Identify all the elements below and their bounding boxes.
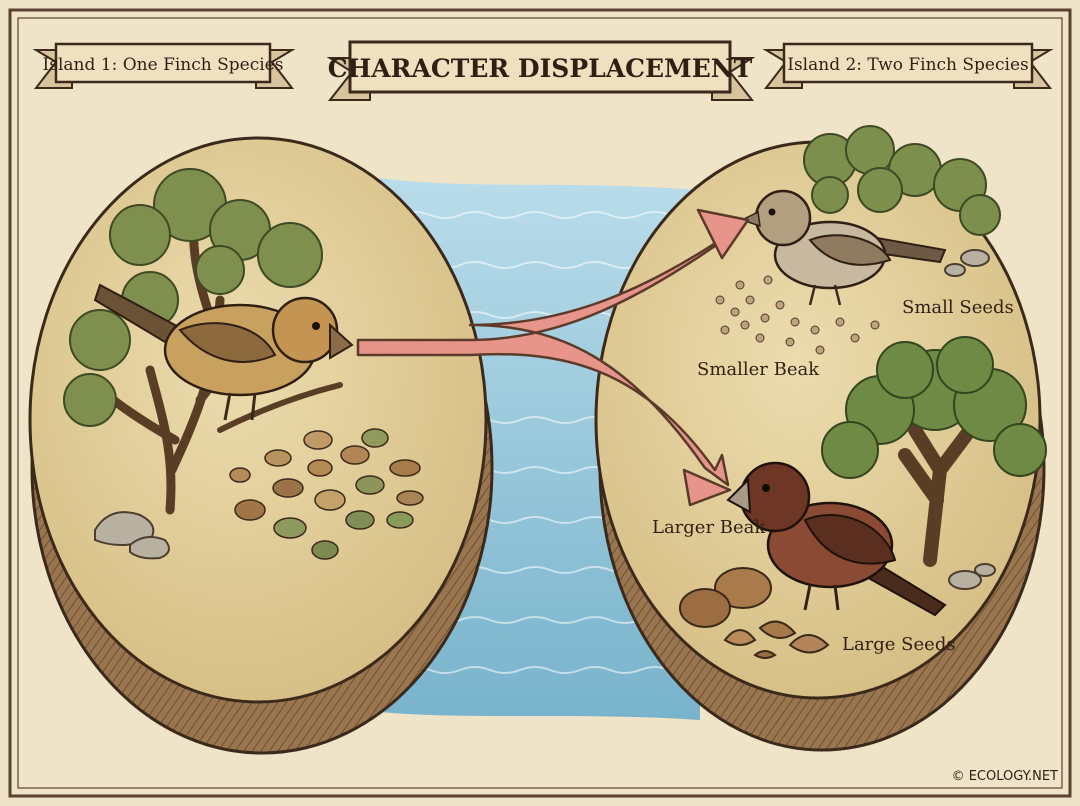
banner-right: Island 2: Two Finch Species — [762, 42, 1054, 89]
island-1-rocks — [94, 511, 170, 560]
label-large-seeds: Large Seeds — [842, 634, 956, 655]
island-2-bush — [803, 125, 1001, 236]
perch-branch — [217, 382, 343, 433]
island-2-rocks — [944, 249, 996, 590]
banner-right-text: Island 2: Two Finch Species — [787, 55, 1029, 75]
inner-frame — [17, 17, 1063, 789]
outer-frame — [8, 8, 1072, 798]
arrow-head-upper — [696, 208, 750, 260]
banner-left-text: Island 1: One Finch Species — [43, 55, 284, 75]
island-2-small-seeds — [715, 275, 880, 355]
arrow-body — [356, 213, 747, 487]
label-small-seeds: Small Seeds — [902, 297, 1014, 318]
divergence-arrow — [356, 208, 750, 507]
finch-large-beak — [726, 461, 947, 617]
diagram-title: CHARACTER DISPLACEMENT — [328, 54, 753, 83]
label-larger-beak: Larger Beak — [652, 517, 766, 538]
finch-small-beak — [740, 189, 947, 306]
finch-island-1 — [93, 283, 354, 421]
credit-text: © ECOLOGY.NET — [952, 769, 1058, 784]
title-banner: CHARACTER DISPLACEMENT — [326, 40, 756, 101]
banner-left: Island 1: One Finch Species — [32, 42, 296, 89]
island-2-tree — [821, 336, 1047, 567]
label-smaller-beak: Smaller Beak — [697, 359, 820, 380]
arrow-head-lower — [682, 468, 732, 507]
island-2-large-seeds — [679, 567, 830, 659]
island-1-tree — [63, 168, 323, 515]
island-1-seeds — [229, 428, 424, 560]
